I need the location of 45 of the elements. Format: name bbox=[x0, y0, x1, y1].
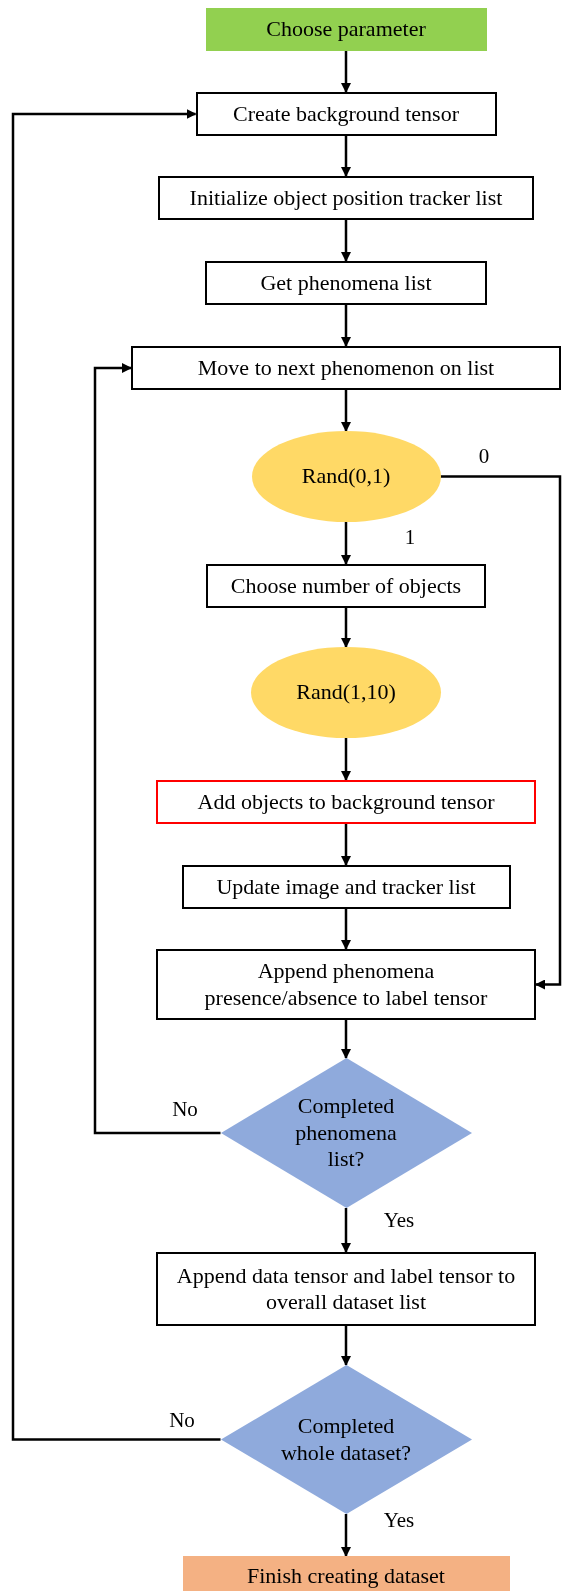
arrow bbox=[341, 824, 351, 866]
arrow bbox=[11, 109, 221, 1441]
node-text: Rand(1,10) bbox=[296, 679, 396, 706]
arrow bbox=[341, 1020, 351, 1059]
decision-diamond bbox=[220, 1365, 472, 1514]
process-box bbox=[205, 8, 487, 51]
arrow bbox=[341, 136, 351, 177]
arrow bbox=[93, 363, 221, 1135]
node-text: Append data tensor and label tensor to overall dataset list bbox=[175, 1262, 517, 1316]
node-text: Append phenomena presence/absence to label tensor bbox=[203, 958, 489, 1011]
arrow bbox=[341, 738, 351, 781]
node-text: Choose number of objects bbox=[230, 572, 462, 600]
process-box bbox=[206, 564, 486, 608]
decision-diamond bbox=[220, 1058, 472, 1208]
node-text: Completed whole dataset? bbox=[279, 1413, 413, 1466]
process-box bbox=[182, 1556, 510, 1591]
process-box bbox=[195, 92, 497, 136]
node-text: Update image and tracker list bbox=[216, 873, 476, 901]
arrow bbox=[341, 909, 351, 950]
node-text: Initialize object position tracker list bbox=[189, 184, 503, 212]
node-text: Create background tensor bbox=[233, 100, 459, 128]
arrow bbox=[341, 1514, 351, 1557]
arrow bbox=[341, 608, 351, 648]
node-text: Completed phenomena list? bbox=[294, 1093, 398, 1173]
process-box bbox=[156, 780, 536, 824]
arrow bbox=[440, 475, 562, 990]
process-box bbox=[158, 176, 534, 220]
process-box bbox=[205, 261, 487, 305]
arrow bbox=[341, 390, 351, 432]
process-box bbox=[181, 865, 511, 909]
process-box bbox=[131, 346, 561, 390]
node-text: Add objects to background tensor bbox=[197, 788, 495, 816]
arrow bbox=[341, 1326, 351, 1366]
arrow bbox=[341, 51, 351, 93]
node-text: Finish creating dataset bbox=[247, 1562, 445, 1590]
node-text: Get phenomena list bbox=[260, 269, 432, 297]
process-box bbox=[156, 949, 536, 1020]
process-box bbox=[156, 1252, 536, 1326]
arrow bbox=[341, 305, 351, 347]
node-text: Rand(0,1) bbox=[301, 463, 391, 490]
node-text: Choose parameter bbox=[266, 16, 426, 43]
arrow bbox=[341, 522, 351, 565]
arrow bbox=[341, 1208, 351, 1253]
arrow bbox=[341, 220, 351, 262]
node-text: Move to next phenomenon on list bbox=[197, 354, 495, 382]
